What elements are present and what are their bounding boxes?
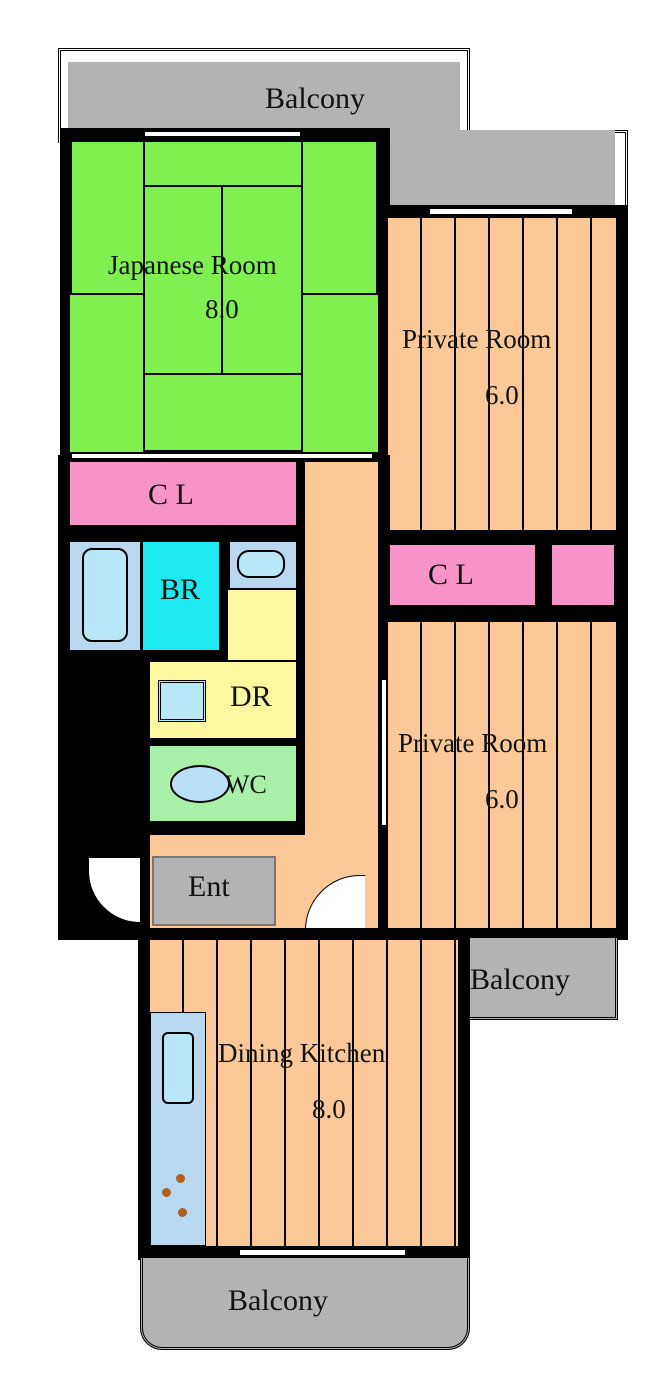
private-room-1-size: 6.0 (485, 380, 519, 410)
private-room-1 (388, 218, 616, 530)
balcony-top-label: Balcony (265, 82, 365, 115)
burner-icon (178, 1208, 187, 1217)
bathroom (143, 542, 219, 650)
japanese-room-size: 8.0 (205, 294, 239, 324)
window (430, 207, 572, 216)
tatami-mat (70, 140, 145, 295)
tatami-mat (143, 185, 223, 375)
closet-right-2 (552, 545, 614, 605)
japanese-room (70, 140, 378, 452)
closet-right-label: C L (428, 558, 474, 591)
balcony-right-label: Balcony (470, 963, 570, 996)
entrance-label: Ent (188, 870, 230, 903)
dressing-room-upper (228, 590, 296, 660)
dining-kitchen-size: 8.0 (312, 1094, 346, 1124)
private-room-2-size: 6.0 (485, 784, 519, 814)
balcony-top (68, 62, 460, 132)
burner-icon (176, 1174, 185, 1183)
dining-kitchen-label: Dining Kitchen (218, 1038, 386, 1068)
bathtub-icon (82, 548, 128, 642)
door (380, 680, 388, 825)
balcony-top-extension (385, 130, 615, 208)
japanese-room-label: Japanese Room (108, 250, 277, 280)
private-room-2 (388, 622, 616, 928)
private-room-1-label: Private Room (402, 324, 552, 354)
closet-right (390, 545, 535, 605)
bathroom-label: BR (160, 573, 201, 606)
balcony-bottom (140, 1258, 470, 1350)
closet-left (70, 462, 296, 525)
toilet-label: WC (225, 770, 267, 799)
tatami-mat (301, 140, 378, 295)
private-room-2-label: Private Room (398, 728, 548, 758)
burner-icon (162, 1188, 171, 1197)
balcony-bottom-label: Balcony (228, 1284, 328, 1317)
balcony-right (468, 938, 618, 1020)
sliding-door (72, 452, 372, 460)
closet-left-label: C L (148, 478, 194, 511)
toilet-icon (170, 765, 230, 803)
dressing-room-label: DR (230, 680, 272, 713)
window (145, 130, 300, 138)
washing-machine-icon (158, 680, 206, 722)
balcony-top-outline (58, 48, 470, 143)
stove-icon (158, 1168, 198, 1228)
washbasin-icon (237, 550, 285, 578)
entrance (152, 856, 276, 926)
sink-icon (162, 1032, 194, 1104)
window (240, 1248, 405, 1257)
